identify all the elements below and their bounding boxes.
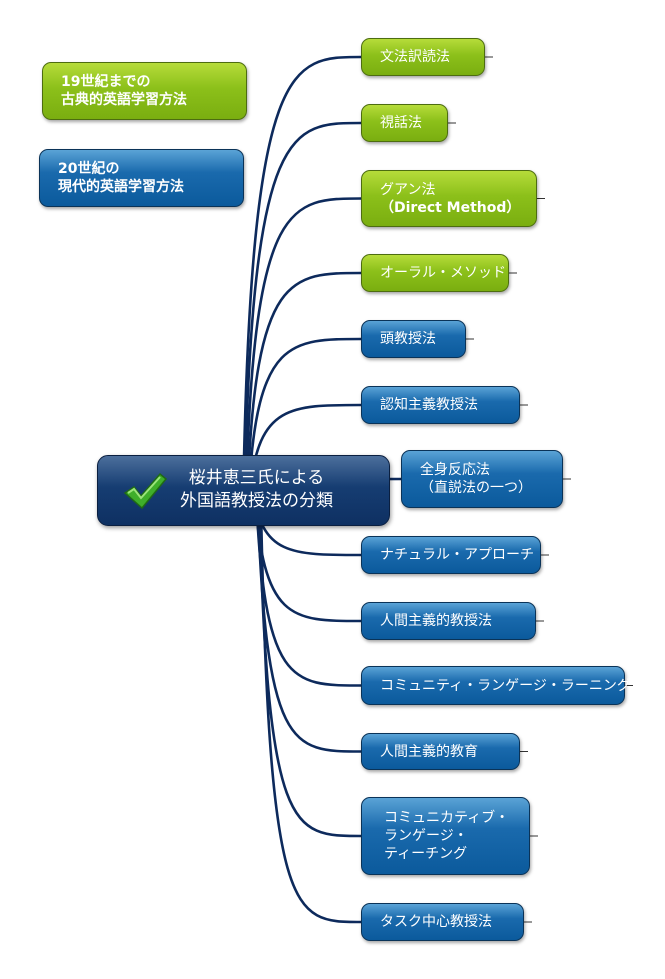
branch-link (244, 197, 362, 491)
central-topic-line1: 桜井恵三氏による (188, 468, 325, 488)
node-label: 全身反応法 (420, 462, 490, 478)
node-label: 頭教授法 (380, 331, 436, 347)
node-communicative-language-teaching[interactable]: コミュニカティブ・ランゲージ・ティーチング (361, 797, 530, 875)
node-label: 認知主義教授法 (380, 397, 478, 413)
node-label: ティーチング (384, 846, 468, 862)
legend-modern-line2: 現代的英語学習方法 (58, 179, 184, 195)
legend-classical: 19世紀までの古典的英語学習方法 (42, 62, 247, 120)
node-label: タスク中心教授法 (380, 914, 492, 930)
node-task-based[interactable]: タスク中心教授法 (361, 903, 524, 941)
node-head-teaching[interactable]: 頭教授法 (361, 320, 466, 358)
node-grammar-translation[interactable]: 文法訳読法 (361, 38, 485, 76)
central-topic[interactable]: 桜井恵三氏による 外国語教授法の分類 (97, 455, 390, 526)
node-visible-speech[interactable]: 視話法 (361, 104, 448, 142)
node-label: コミュニカティブ・ (384, 810, 510, 826)
node-label: 人間主義的教授法 (380, 613, 492, 629)
node-humanistic-teaching[interactable]: 人間主義的教授法 (361, 602, 536, 640)
node-label: 人間主義的教育 (380, 743, 478, 760)
branch-link (246, 271, 362, 491)
node-label: グアン法 (380, 181, 436, 198)
branch-link (259, 489, 362, 924)
legend-classical-line2: 古典的英語学習方法 (61, 92, 187, 108)
node-cognitive[interactable]: 認知主義教授法 (361, 386, 520, 424)
legend-classical-line1: 19世紀までの (61, 74, 151, 90)
node-oral-method[interactable]: オーラル・メソッド (361, 254, 509, 292)
node-label: （直説法の一つ） (420, 480, 532, 496)
node-label: コミュニティ・ランゲージ・ラーニング (380, 677, 631, 694)
branch-link (243, 121, 362, 491)
central-topic-line2: 外国語教授法の分類 (180, 491, 333, 511)
node-label: 視話法 (380, 115, 422, 131)
node-label: ランゲージ・ (384, 828, 468, 844)
node-label: 文法訳読法 (380, 49, 450, 65)
node-gouin-method[interactable]: グアン法（Direct Method） (361, 170, 537, 227)
node-humanistic-education[interactable]: 人間主義的教育 (361, 733, 520, 770)
node-natural-approach[interactable]: ナチュラル・アプローチ (361, 536, 541, 574)
node-label: ナチュラル・アプローチ (380, 547, 534, 563)
checkmark-icon (123, 472, 168, 510)
node-label: オーラル・メソッド (380, 265, 506, 281)
legend-modern: 20世紀の現代的英語学習方法 (39, 149, 244, 207)
branch-link (242, 55, 362, 491)
node-tpr[interactable]: 全身反応法 （直説法の一つ） (401, 450, 563, 508)
legend-modern-line1: 20世紀の (58, 161, 120, 177)
node-label: （Direct Method） (380, 199, 521, 216)
node-community-language-learning[interactable]: コミュニティ・ランゲージ・ラーニング (361, 666, 631, 705)
branch-link (247, 337, 362, 491)
